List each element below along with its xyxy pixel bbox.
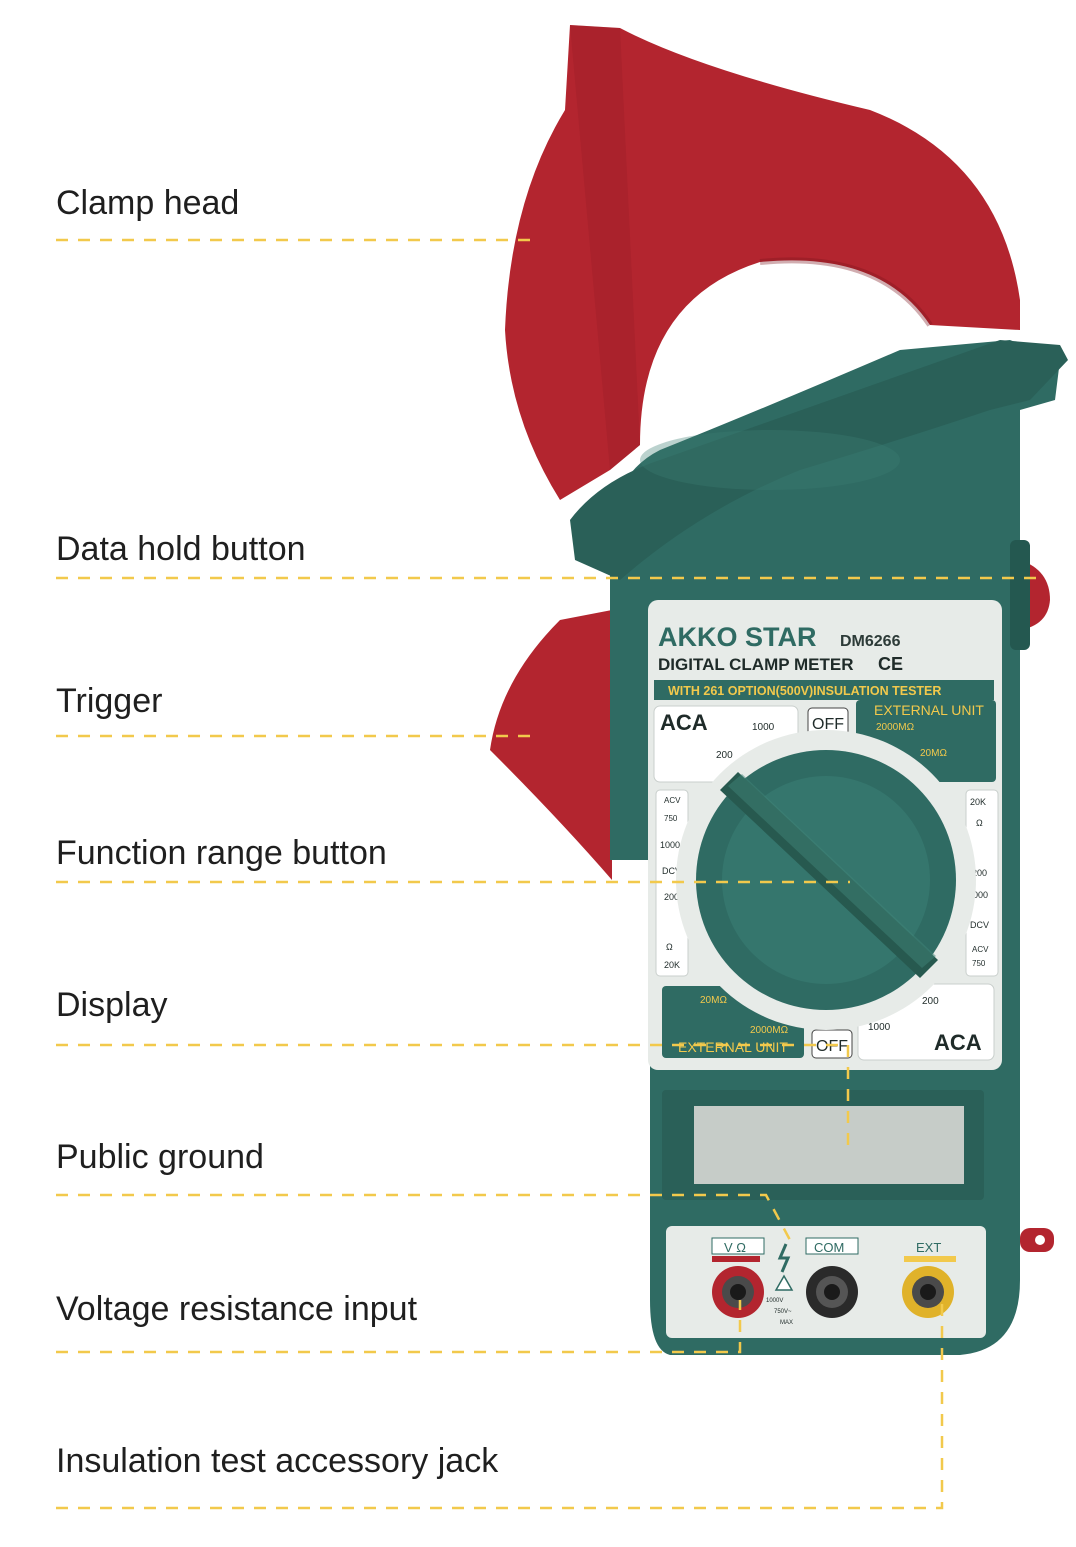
- ext-jack-label: EXT: [916, 1240, 941, 1255]
- n750-right: 750: [972, 959, 986, 968]
- label-data-hold-button: Data hold button: [56, 530, 306, 568]
- n20k-right: 20K: [970, 797, 986, 807]
- aca-upper: ACA: [660, 710, 708, 735]
- ext-jack[interactable]: [902, 1266, 954, 1318]
- warn-750v: 750V~: [774, 1309, 792, 1315]
- product-name: DIGITAL CLAMP METER: [658, 655, 854, 674]
- warn-1000v: 1000V: [766, 1298, 783, 1304]
- leader-insulation: [56, 1300, 944, 1510]
- dcv-left: DCV: [662, 866, 681, 876]
- n1000-left: 1000: [660, 840, 680, 850]
- tick-200-lower: 200: [922, 996, 939, 1007]
- tick-200-upper: 200: [716, 750, 733, 761]
- r2000-upper: 2000MΩ: [876, 722, 915, 733]
- n200-right: 200: [972, 868, 987, 878]
- clamp-head: [505, 25, 1020, 500]
- label-voltage-resistance-input: Voltage resistance input: [56, 1290, 418, 1328]
- lcd-display: [694, 1106, 964, 1184]
- vo-jack-label: V Ω: [724, 1240, 746, 1255]
- label-trigger: Trigger: [56, 682, 163, 720]
- tick-1000-lower: 1000: [868, 1022, 891, 1033]
- leader-ground: [56, 1193, 792, 1241]
- leader-voltage: [56, 1300, 742, 1354]
- n1000-right: 1000: [968, 890, 988, 900]
- label-insulation-test-jack: Insulation test accessory jack: [56, 1442, 499, 1480]
- model-number: DM6266: [840, 633, 901, 650]
- external-unit-upper: EXTERNAL UNIT: [874, 702, 984, 718]
- label-display: Display: [56, 986, 168, 1024]
- tick-1000-upper: 1000: [752, 722, 775, 733]
- r20-upper: 20MΩ: [920, 748, 947, 759]
- dcv-right: DCV: [970, 920, 989, 930]
- brand-logo: AKKO STAR: [658, 622, 817, 652]
- label-clamp-head: Clamp head: [56, 184, 240, 222]
- r2000-lower: 2000MΩ: [750, 1025, 789, 1036]
- leader-display: [56, 1043, 850, 1150]
- ce-mark: CE: [878, 654, 903, 674]
- n200-left: 200: [664, 892, 679, 902]
- acv-right: ACV: [972, 945, 989, 954]
- voltage-resistance-jack[interactable]: [712, 1266, 764, 1318]
- acv-left: ACV: [664, 796, 681, 805]
- leader-lines: [56, 238, 1046, 1510]
- external-unit-lower: EXTERNAL UNIT: [678, 1039, 788, 1055]
- n750-left: 750: [664, 814, 678, 823]
- ohm-right: Ω: [976, 818, 983, 828]
- label-function-range-button: Function range button: [56, 834, 387, 872]
- n20k-left: 20K: [664, 960, 680, 970]
- off-upper: OFF: [812, 716, 844, 733]
- ohm-left: Ω: [666, 942, 673, 952]
- label-public-ground: Public ground: [56, 1138, 264, 1176]
- warn-max: MAX: [780, 1320, 793, 1326]
- aca-lower: ACA: [934, 1030, 982, 1055]
- r20-lower: 20MΩ: [700, 995, 727, 1006]
- trigger: [490, 610, 612, 880]
- com-jack-label: COM: [814, 1240, 844, 1255]
- off-lower: OFF: [816, 1038, 848, 1055]
- com-jack[interactable]: [806, 1266, 858, 1318]
- subtitle-band: WITH 261 OPTION(500V)INSULATION TESTER: [668, 684, 941, 698]
